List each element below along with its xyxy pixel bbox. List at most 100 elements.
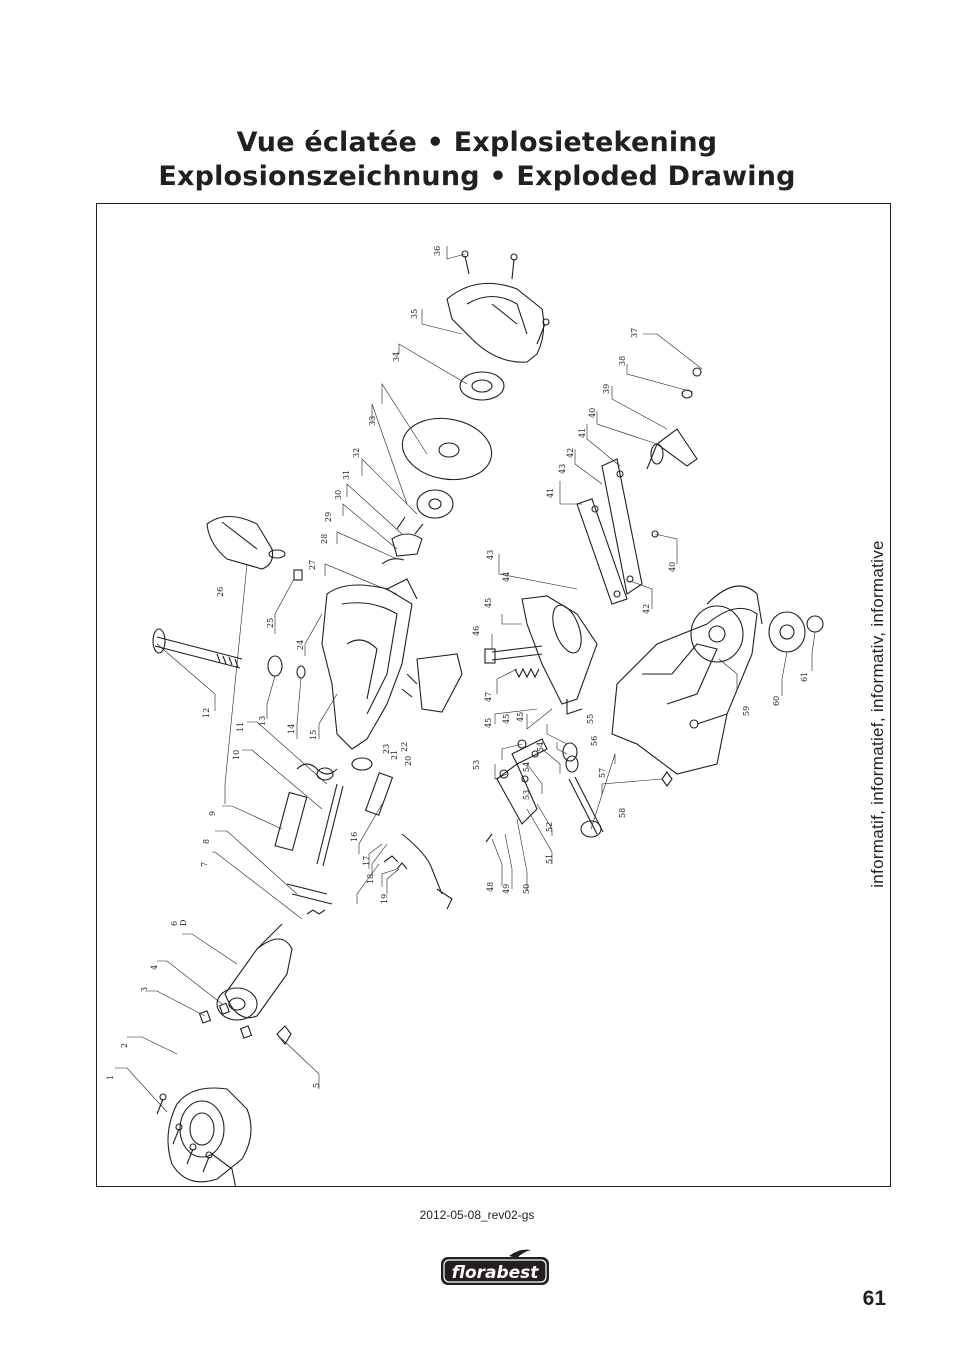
nut-62 [806, 615, 824, 633]
label-41: 41 [578, 428, 587, 438]
exploded-drawing-frame: 1 2 3 4 5 6 D 7 8 9 10 11 12 13 14 15 16… [96, 203, 891, 1187]
label-1: 1 [106, 1075, 115, 1080]
label-9: 9 [208, 811, 217, 816]
handle [206, 515, 286, 570]
motor-end-cap [167, 1087, 252, 1186]
label-5: 5 [312, 1083, 321, 1088]
flange-32 [416, 489, 454, 519]
label-4: 4 [150, 965, 159, 970]
label-15: 15 [309, 730, 318, 740]
label-47: 46 [472, 626, 481, 636]
label-2: 2 [120, 1043, 129, 1048]
label-57: 56 [590, 736, 599, 746]
label-13: 13 [258, 716, 267, 726]
label-60: 59 [742, 706, 751, 716]
label-10: 10 [232, 750, 241, 760]
label-40: 40 [588, 408, 597, 418]
motor [216, 923, 293, 1021]
label-52: 51 [545, 854, 554, 864]
mount-bracket [521, 595, 598, 715]
label-46d: 45 [516, 712, 525, 722]
label-49: 48 [486, 882, 495, 892]
label-28: 28 [320, 534, 329, 544]
label-56: 55 [586, 714, 595, 724]
label-11: 11 [236, 722, 245, 732]
label-3: 3 [140, 987, 149, 992]
grinding-disc [401, 417, 493, 481]
label-38: 38 [618, 356, 627, 366]
label-43b: 42 [642, 604, 651, 614]
label-17: 17 [362, 856, 371, 866]
nut-56 [562, 742, 578, 762]
base-frame [611, 585, 763, 775]
label-37: 37 [630, 328, 639, 338]
label-53: 52 [545, 822, 554, 832]
exploded-drawing: 1 2 3 4 5 6 D 7 8 9 10 11 12 13 14 15 16… [106, 246, 824, 1186]
label-30: 30 [334, 490, 343, 500]
revision-code: 2012-05-08_rev02-gs [419, 1208, 535, 1222]
page-title-line-1: Vue éclatée • Explosietekening [236, 127, 718, 158]
label-46: 45 [484, 598, 493, 608]
nut-13 [267, 655, 283, 677]
label-54: 53 [472, 760, 481, 770]
label-20: 20 [404, 756, 413, 766]
label-d: D [179, 920, 188, 926]
label-18: 18 [366, 874, 375, 884]
label-39: 39 [602, 384, 611, 394]
label-36: 36 [433, 246, 442, 256]
label-59: 58 [618, 808, 627, 818]
label-6: 6 [170, 921, 179, 926]
screws-1 [156, 1093, 213, 1173]
brush-parts [274, 763, 338, 915]
label-42b: 41 [546, 488, 555, 498]
florabest-logo: florabest [439, 1248, 551, 1288]
bearing-34 [459, 371, 505, 401]
gear-housing [321, 578, 418, 771]
label-48: 47 [484, 692, 493, 702]
label-19: 19 [380, 894, 389, 904]
label-34: 34 [392, 352, 401, 362]
label-58: 57 [598, 768, 607, 778]
label-44: 43 [486, 550, 495, 560]
label-24: 24 [296, 640, 305, 650]
leader-lines [115, 246, 816, 1113]
page-number: 61 [862, 1287, 886, 1310]
clamp-lever [646, 367, 702, 470]
label-50: 49 [502, 884, 511, 894]
label-23: 23 [382, 744, 391, 754]
lower-levers [485, 738, 548, 843]
label-32: 32 [352, 448, 361, 458]
label-27: 27 [308, 560, 317, 570]
label-33: 33 [368, 416, 377, 426]
label-14: 14 [287, 724, 296, 734]
label-8: 8 [202, 839, 211, 844]
label-46b: 45 [484, 718, 493, 728]
label-54b: 53 [522, 790, 531, 800]
label-16: 16 [350, 832, 359, 842]
brand-name: florabest [452, 1263, 540, 1283]
label-43: 43 [558, 464, 567, 474]
pin-47 [491, 645, 543, 653]
label-26: 26 [216, 587, 225, 597]
page-title-line-2: Explosionszeichnung • Exploded Drawing [158, 161, 796, 192]
spring-48 [514, 667, 540, 679]
label-45: 44 [502, 572, 511, 582]
side-note: informatif, informatief, informativ, inf… [868, 540, 887, 888]
label-31: 31 [342, 470, 351, 480]
part-number-labels: 1 2 3 4 5 6 D 7 8 9 10 11 12 13 14 15 16… [106, 246, 809, 1088]
guard-block [416, 653, 463, 713]
label-22: 22 [400, 742, 409, 752]
label-21: 21 [390, 750, 399, 760]
clamp-30 [391, 533, 423, 557]
label-51: 50 [522, 884, 531, 894]
label-25: 25 [266, 618, 275, 628]
label-41b: 40 [668, 562, 677, 572]
brand-logo-icon: florabest [441, 1249, 549, 1285]
label-42: 42 [566, 448, 575, 458]
label-55b: 54 [536, 742, 545, 752]
wheel-cover [446, 282, 545, 363]
label-35: 35 [410, 309, 419, 319]
dial-60 [690, 605, 744, 663]
shaft [316, 783, 338, 865]
knob-61 [768, 611, 806, 653]
